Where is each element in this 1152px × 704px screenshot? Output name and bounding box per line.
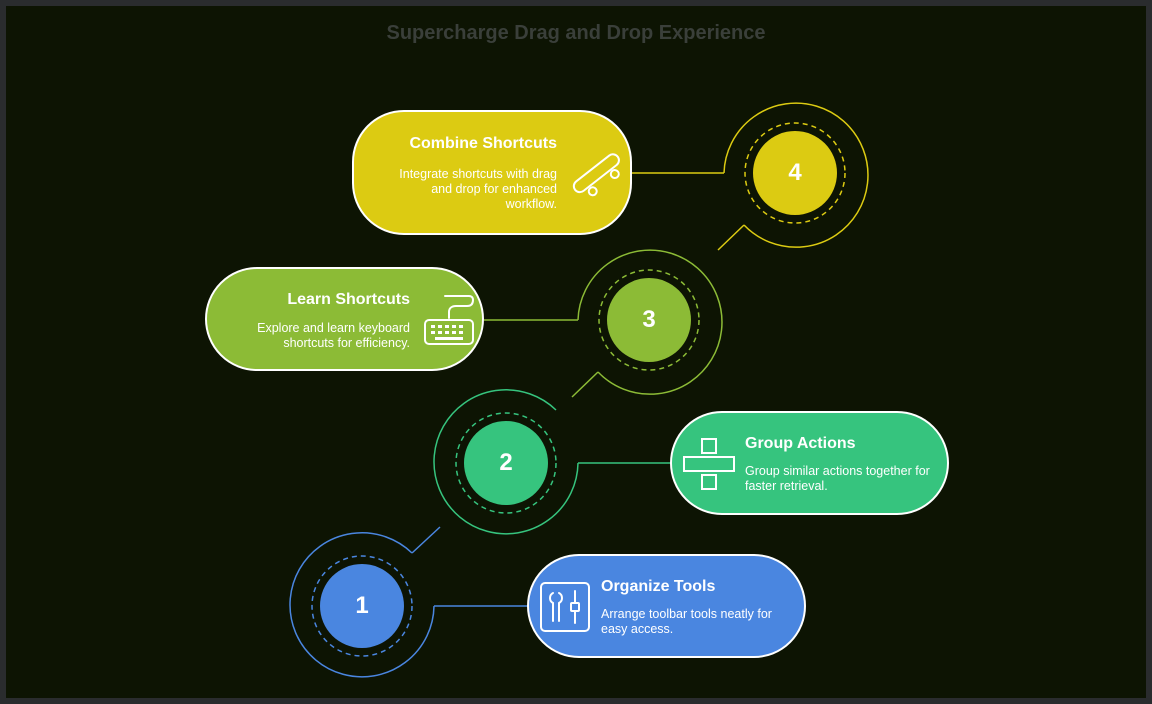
skateboard-icon — [572, 153, 620, 197]
step-description: Integrate shortcuts with drag and drop f… — [399, 167, 557, 211]
step-description: Explore and learn keyboard shortcuts for… — [257, 321, 410, 350]
step-title: Organize Tools — [601, 578, 716, 595]
keyboard-icon — [424, 295, 475, 345]
ring-3 — [571, 249, 723, 398]
step-card-group-actions: Group Actions Group similar actions toge… — [670, 411, 949, 515]
ring-1 — [289, 526, 441, 678]
step-title: Learn Shortcuts — [287, 291, 410, 308]
step-card-learn-shortcuts: Learn Shortcuts Explore and learn keyboa… — [205, 267, 484, 371]
step-description: Arrange toolbar tools neatly for easy ac… — [601, 607, 772, 636]
step-title: Combine Shortcuts — [409, 135, 557, 152]
step-number-1: 1 — [355, 592, 369, 619]
step-number-2: 2 — [499, 449, 513, 476]
step-card-organize-tools: Organize Tools Arrange toolbar tools nea… — [527, 554, 806, 658]
group-icon — [683, 438, 735, 490]
step-number-3: 3 — [642, 306, 656, 333]
diagram-title: Supercharge Drag and Drop Experience — [386, 22, 766, 44]
tools-icon — [540, 582, 590, 632]
step-description: Group similar actions together for faste… — [745, 464, 930, 493]
step-title: Group Actions — [745, 435, 856, 452]
step-number-4: 4 — [788, 159, 802, 186]
ring-2 — [433, 389, 579, 535]
ring-4 — [717, 102, 869, 251]
step-card-combine-shortcuts: Combine Shortcuts Integrate shortcuts wi… — [352, 110, 632, 235]
